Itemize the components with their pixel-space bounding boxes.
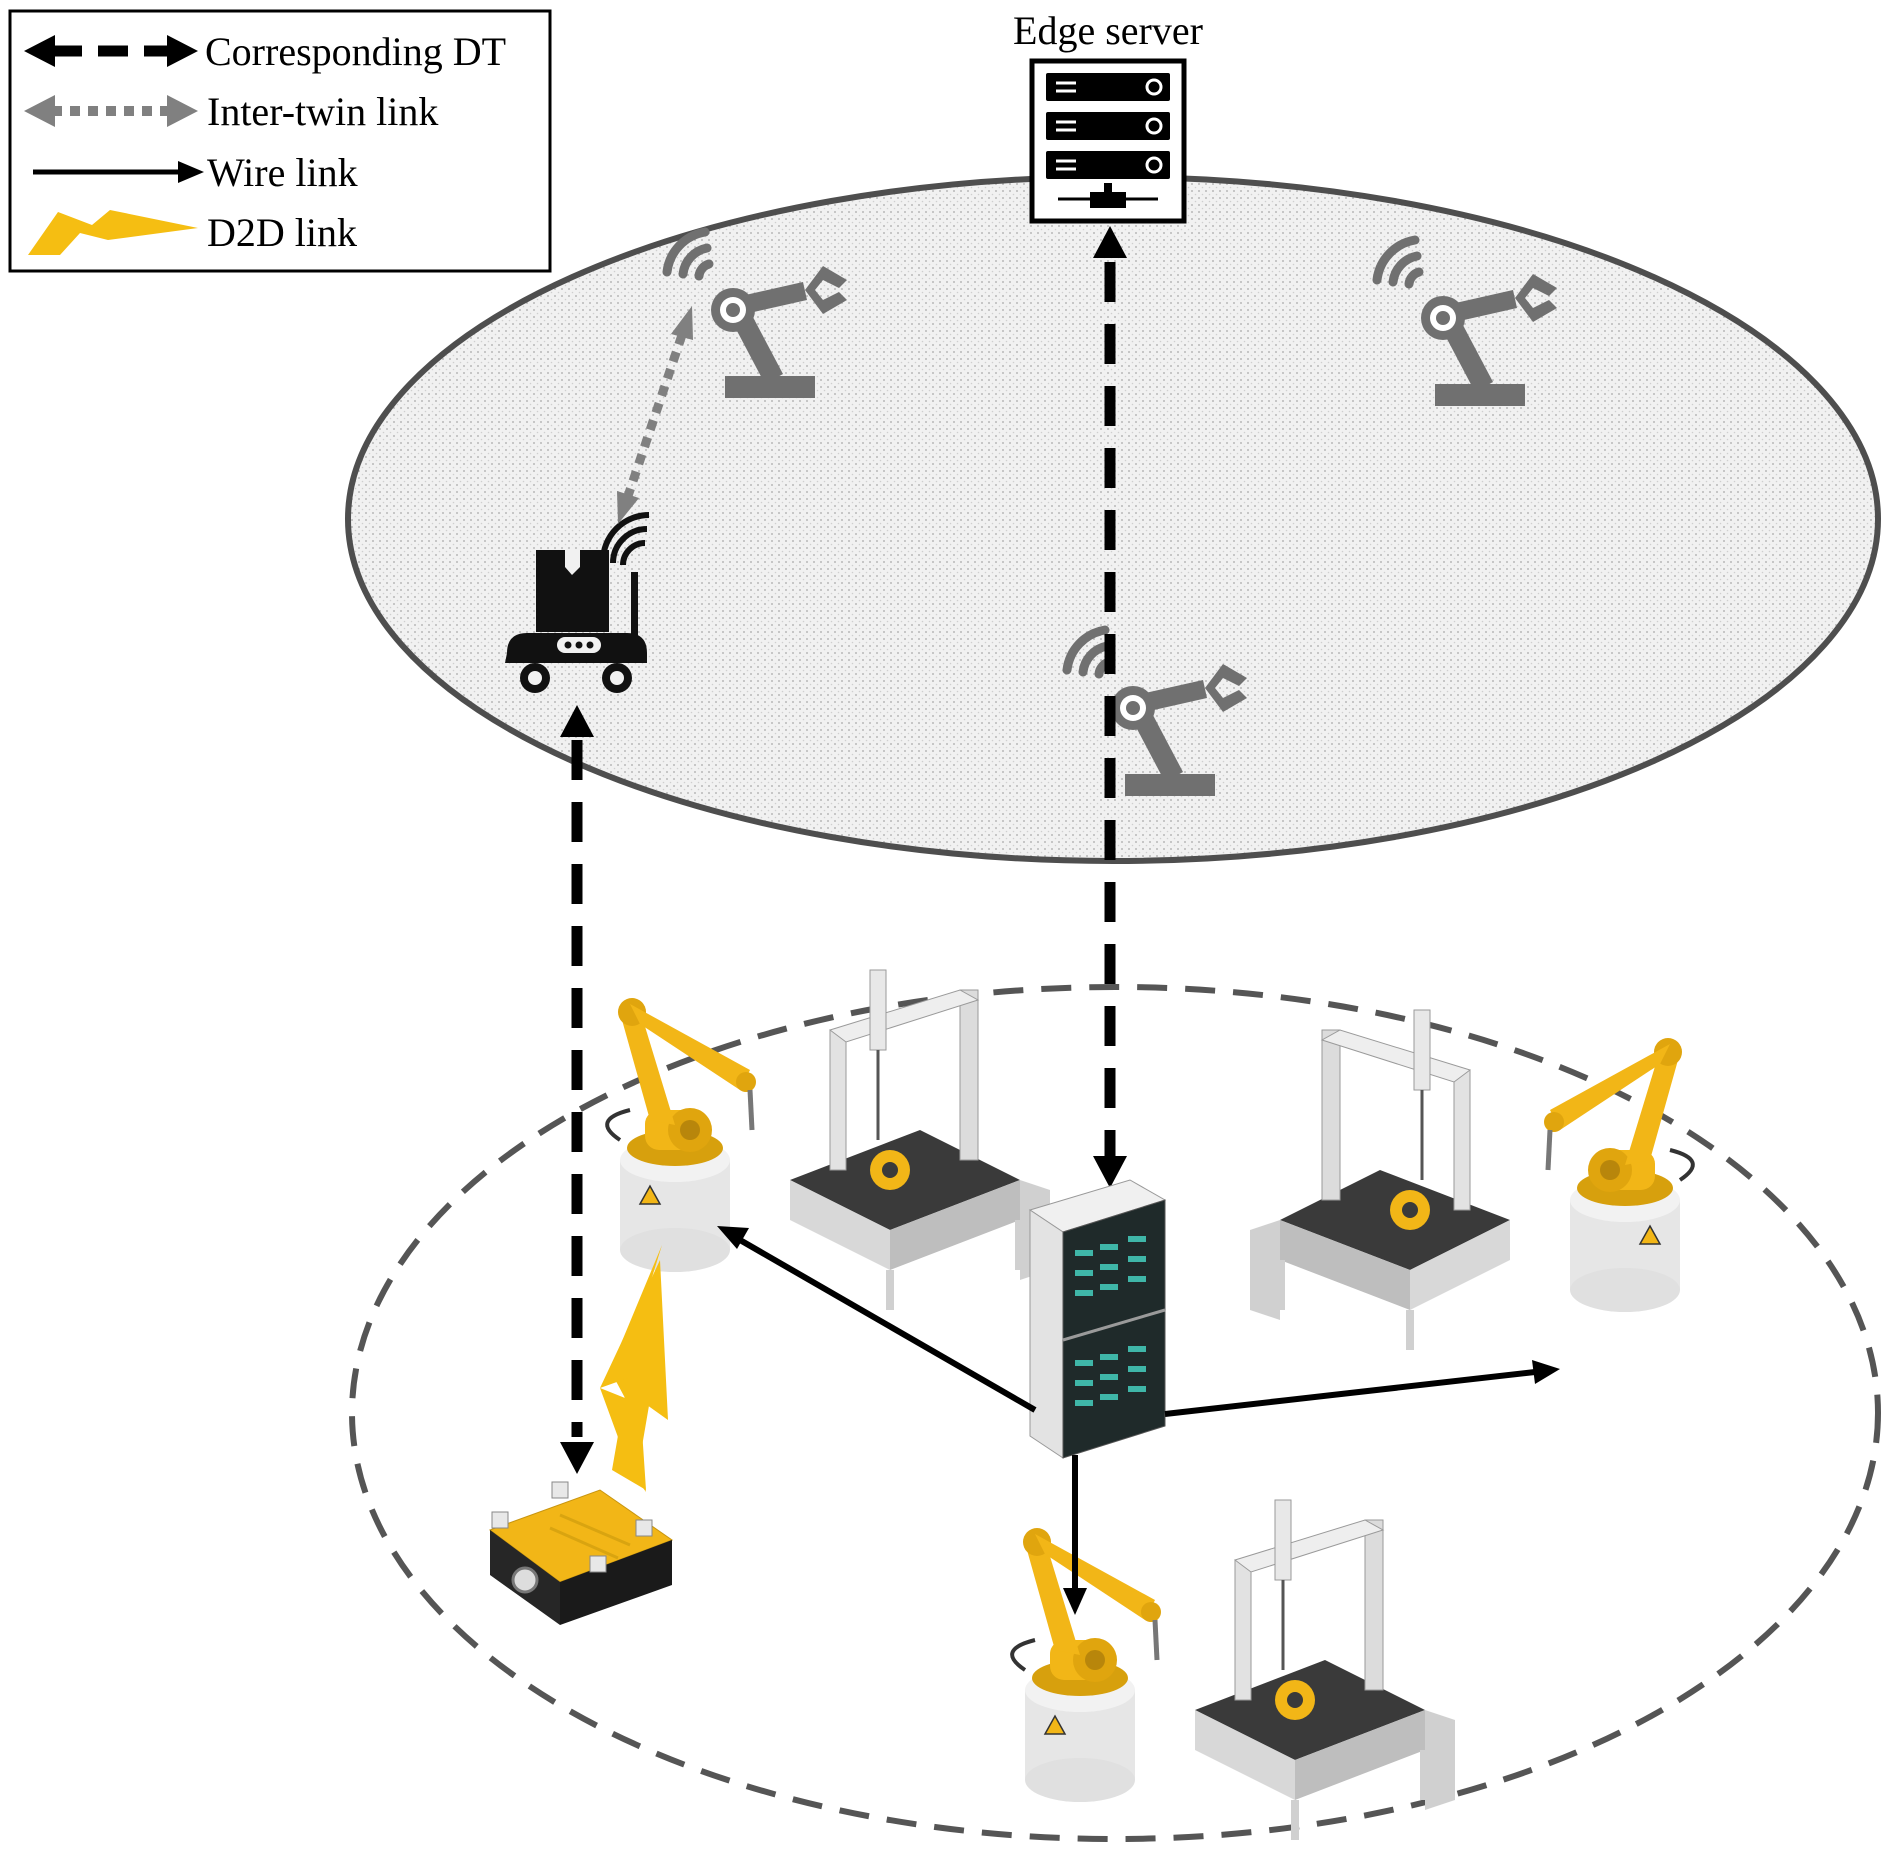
twin-agv-cart-icon bbox=[505, 512, 650, 693]
corresponding-dt-link-agv bbox=[560, 705, 594, 1474]
wire-link-to-right-station bbox=[1164, 1360, 1560, 1417]
inter-twin-link bbox=[617, 306, 693, 524]
legend-item-corresponding-dt: Corresponding DT bbox=[24, 29, 506, 74]
physical-robot-station-bottom-icon bbox=[1012, 1500, 1455, 1840]
wire-link-to-bottom-station bbox=[1063, 1455, 1087, 1615]
corresponding-dt-link-edge-server bbox=[1093, 226, 1127, 1188]
physical-robot-station-right-icon bbox=[1250, 1010, 1693, 1350]
physical-edge-server-rack-icon bbox=[1028, 1179, 1167, 1459]
legend-label-d2d: D2D link bbox=[207, 210, 357, 255]
legend-item-inter-twin: Inter-twin link bbox=[24, 89, 438, 134]
edge-server-label: Edge server bbox=[1013, 8, 1203, 53]
wire-link-to-left-station bbox=[717, 1226, 1037, 1413]
physical-plane-ellipse bbox=[349, 984, 1881, 1842]
legend-item-wire: Wire link bbox=[33, 150, 358, 195]
legend: Corresponding DT Inter-twin link Wire li… bbox=[8, 9, 552, 273]
legend-label-inter-twin: Inter-twin link bbox=[207, 89, 438, 134]
legend-item-d2d: D2D link bbox=[28, 210, 357, 255]
legend-label-corresponding-dt: Corresponding DT bbox=[205, 29, 506, 74]
legend-label-wire: Wire link bbox=[207, 150, 358, 195]
edge-server-icon bbox=[1029, 58, 1187, 224]
physical-agv-icon bbox=[488, 1481, 674, 1625]
